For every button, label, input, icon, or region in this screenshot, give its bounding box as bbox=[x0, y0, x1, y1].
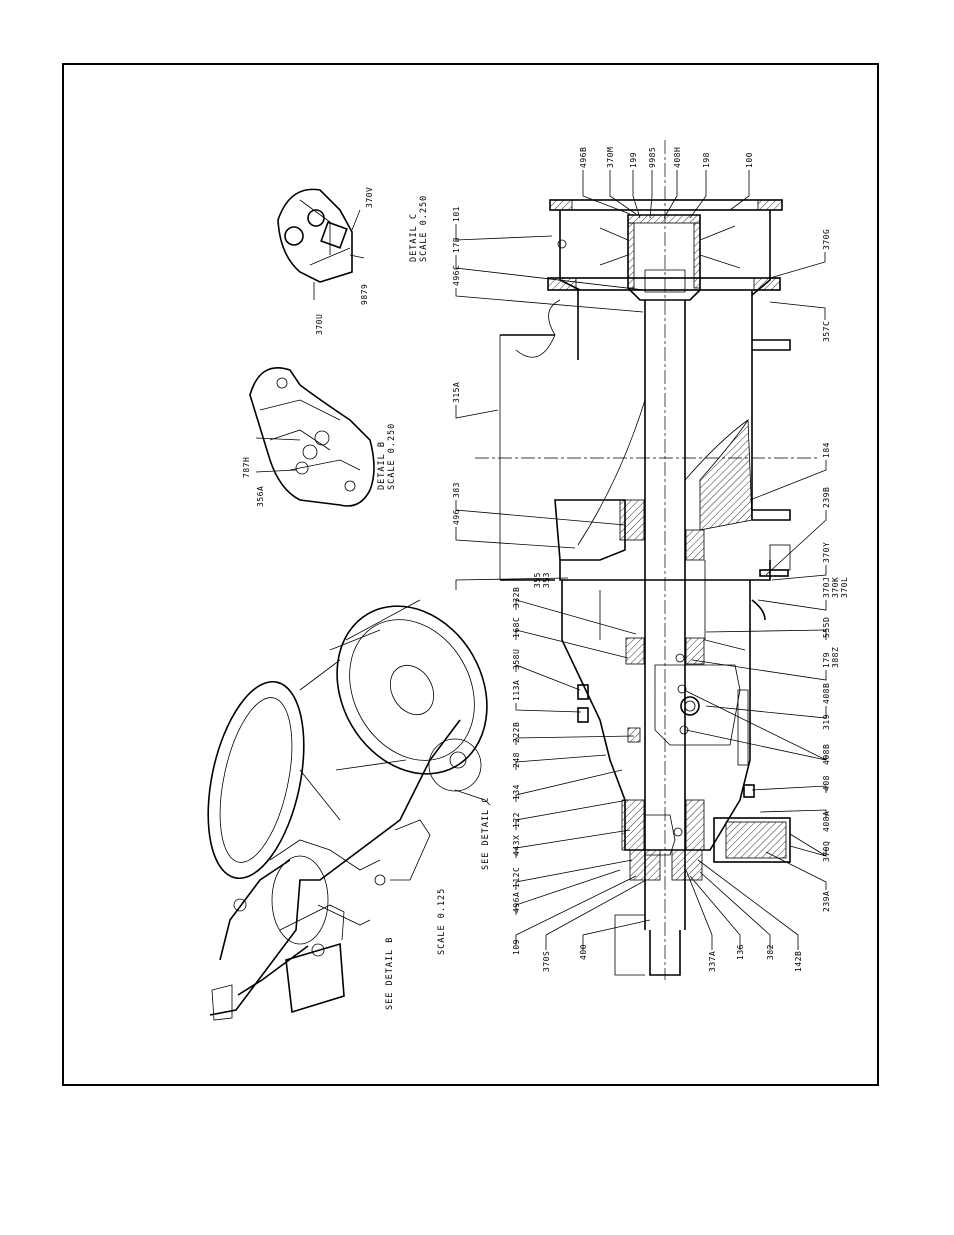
label-109: 109 bbox=[512, 939, 521, 955]
detail-b-scale: SCALE 0.250 bbox=[387, 423, 397, 490]
detail-b-view bbox=[249, 367, 375, 507]
label-496b: 496B bbox=[579, 147, 588, 168]
label-400: 400 bbox=[579, 944, 588, 960]
label-383: 383 bbox=[452, 482, 461, 498]
label-9985: 9985 bbox=[648, 147, 657, 168]
label-134: 134 bbox=[512, 784, 521, 800]
label-332b: 332B bbox=[512, 587, 521, 608]
label-142b: 142B bbox=[794, 951, 803, 972]
label-9879: 9879 bbox=[360, 284, 369, 305]
label-357c: 357C bbox=[822, 321, 831, 342]
label-199: 199 bbox=[629, 152, 638, 168]
label-496c: 496C bbox=[452, 265, 461, 286]
label-370l: 370L bbox=[840, 577, 849, 598]
label-112c: 112C bbox=[512, 867, 521, 888]
label-370g: 370G bbox=[822, 229, 831, 250]
label-179: 179 bbox=[822, 652, 831, 668]
label-408b: 408B bbox=[822, 683, 831, 704]
label-337a: 337A bbox=[708, 951, 717, 972]
detail-c-scale: SCALE 0.250 bbox=[419, 195, 429, 262]
label-198: 198 bbox=[702, 152, 711, 168]
see-detail-b-caption: SEE DETAIL B bbox=[385, 937, 395, 1010]
detail-c-title: DETAIL C bbox=[409, 213, 419, 262]
label-355: 355 bbox=[533, 572, 542, 588]
label-239a: 239A bbox=[822, 891, 831, 912]
label-370q: 370Q bbox=[822, 841, 831, 862]
label-178: 178 bbox=[452, 237, 461, 253]
label-408a: 408A bbox=[822, 811, 831, 832]
label-370y: 370Y bbox=[822, 542, 831, 563]
label-408b-2: 408B bbox=[822, 744, 831, 765]
label-370s: 370S bbox=[542, 951, 551, 972]
scale-caption: SCALE 0.125 bbox=[437, 888, 447, 955]
isometric-view bbox=[207, 599, 491, 1021]
label-370j: 370J bbox=[822, 577, 831, 598]
label-555d: 555D bbox=[822, 617, 831, 638]
label-382: 382 bbox=[766, 944, 775, 960]
label-239b: 239B bbox=[822, 487, 831, 508]
label-113a: 113A bbox=[512, 680, 521, 701]
leader-lines bbox=[455, 170, 827, 950]
label-353: 353 bbox=[542, 572, 551, 588]
label-184: 184 bbox=[822, 442, 831, 458]
label-168c: 168C bbox=[512, 617, 521, 638]
view-captions: DETAIL C SCALE 0.250 DETAIL B SCALE 0.25… bbox=[377, 195, 491, 1010]
label-370u: 370U bbox=[315, 314, 324, 335]
part-labels: 496B 370M 199 9985 408H 198 100 101 178 … bbox=[242, 147, 849, 972]
label-496: 496 bbox=[452, 509, 461, 525]
label-136: 136 bbox=[736, 944, 745, 960]
label-443x: 443X bbox=[512, 835, 521, 856]
label-222b: 222B bbox=[512, 722, 521, 743]
main-cross-section bbox=[475, 140, 820, 980]
label-388z: 388Z bbox=[831, 647, 840, 668]
drawing-border bbox=[62, 63, 879, 1086]
label-315a: 315A bbox=[452, 382, 461, 403]
label-101: 101 bbox=[452, 206, 461, 222]
label-370m: 370M bbox=[606, 147, 615, 168]
label-496a: 496A bbox=[512, 892, 521, 913]
label-358u: 358U bbox=[512, 649, 521, 670]
label-248: 248 bbox=[512, 752, 521, 768]
label-356a: 356A bbox=[256, 486, 265, 507]
label-122: 122 bbox=[512, 812, 521, 828]
detail-c-view bbox=[277, 188, 365, 300]
label-100: 100 bbox=[745, 152, 754, 168]
label-370k: 370K bbox=[831, 577, 840, 598]
label-319: 319 bbox=[822, 714, 831, 730]
detail-b-title: DETAIL B bbox=[377, 441, 387, 490]
label-408h: 408H bbox=[673, 147, 682, 168]
see-detail-c-caption: SEE DETAIL C bbox=[481, 797, 491, 870]
label-787h: 787H bbox=[242, 457, 251, 478]
label-408: 408 bbox=[822, 775, 831, 791]
label-370v: 370V bbox=[365, 187, 374, 208]
